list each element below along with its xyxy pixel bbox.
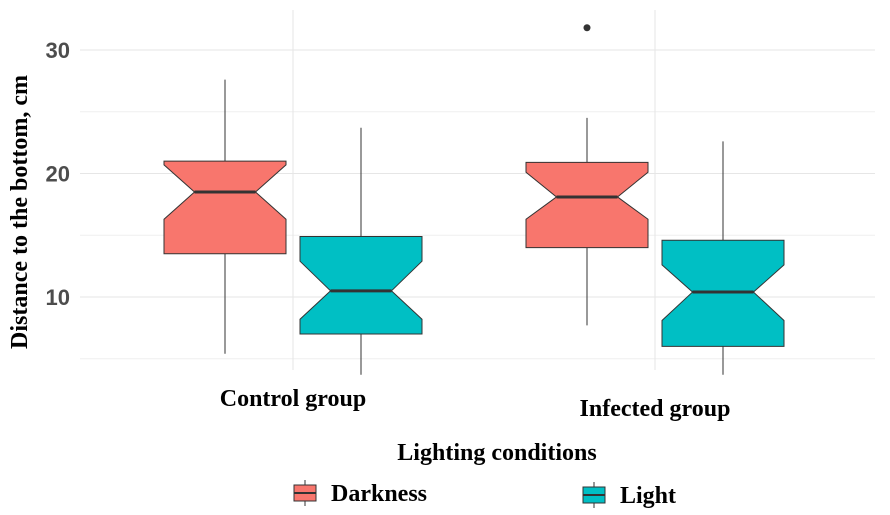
- box-darkness-0: [163, 79, 287, 354]
- box-body: [299, 235, 423, 335]
- box-light-0: [299, 127, 423, 375]
- box-body: [525, 161, 649, 249]
- box-darkness-1: [525, 24, 649, 326]
- y-tick-label: 10: [46, 285, 70, 310]
- legend-item-light: Light: [582, 482, 676, 509]
- x-tick-label: Infected group: [580, 396, 731, 422]
- box-body: [163, 160, 287, 255]
- legend: Darkness Light: [293, 480, 676, 509]
- y-axis-label: Distance to the bottom, cm: [7, 75, 33, 349]
- legend-label: Darkness: [331, 481, 427, 507]
- box-plots: [163, 24, 785, 375]
- x-tick-label: Control group: [220, 386, 366, 412]
- y-tick-labels: 10 20 30: [46, 38, 70, 310]
- box-light-1: [661, 141, 785, 375]
- x-axis-label: Lighting conditions: [397, 440, 596, 466]
- legend-label: Light: [620, 483, 676, 509]
- y-tick-label: 30: [46, 38, 70, 63]
- legend-item-darkness: Darkness: [293, 480, 427, 507]
- x-tick-labels: Control group Infected group: [220, 386, 731, 422]
- outlier-point: [583, 24, 591, 32]
- y-tick-label: 20: [46, 162, 70, 187]
